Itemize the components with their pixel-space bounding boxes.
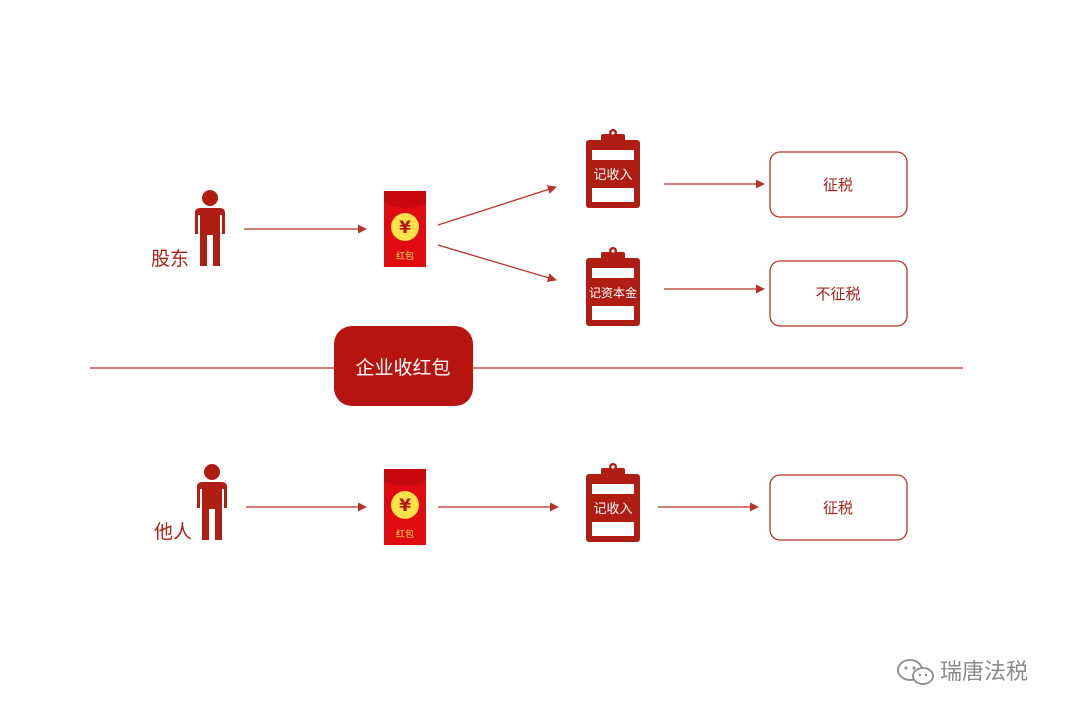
clipboard-label-capital: 记资本金 [589,285,637,300]
shareholder-person-icon [195,190,225,266]
result-box-tax: 征税 [769,151,908,218]
diagram-title: 企业收红包 [355,357,450,379]
clipboard-label-income-bottom: 记收入 [593,502,632,517]
yen-symbol-bottom: ¥ [399,496,411,516]
result-text-tax-bottom: 征税 [823,499,853,517]
income-clipboard-icon-bottom: 记收入 [586,463,640,542]
other-person-icon [197,464,227,540]
shareholder-label: 股东 [151,248,189,270]
envelope-text: 红包 [396,250,414,262]
yen-symbol: ¥ [399,218,411,238]
top-flow: 股东 ¥ 红包 记收入 记资本金 征税 不征税 [151,129,908,327]
watermark: 瑞唐法税 [897,659,1028,685]
envelope-text-bottom: 红包 [396,528,414,540]
other-label: 他人 [154,521,192,543]
capital-clipboard-icon: 记资本金 [586,247,640,326]
bottom-flow: 他人 ¥ 红包 记收入 征税 [154,463,908,545]
result-box-no-tax: 不征税 [769,260,908,327]
result-box-tax-bottom: 征税 [769,474,908,541]
result-text-tax: 征税 [823,176,853,194]
result-text-no-tax: 不征税 [815,285,860,303]
title-badge [334,326,473,406]
arrow-envelope-to-capital [437,244,557,283]
red-envelope-icon: ¥ 红包 [384,191,426,267]
divider-section: 企业收红包 [90,326,963,406]
wechat-icon [897,659,934,685]
red-envelope-icon-bottom: ¥ 红包 [384,469,426,545]
income-clipboard-icon: 记收入 [586,129,640,208]
clipboard-label-income: 记收入 [593,168,632,183]
watermark-text: 瑞唐法税 [940,660,1028,685]
arrow-envelope-to-income [437,185,557,226]
